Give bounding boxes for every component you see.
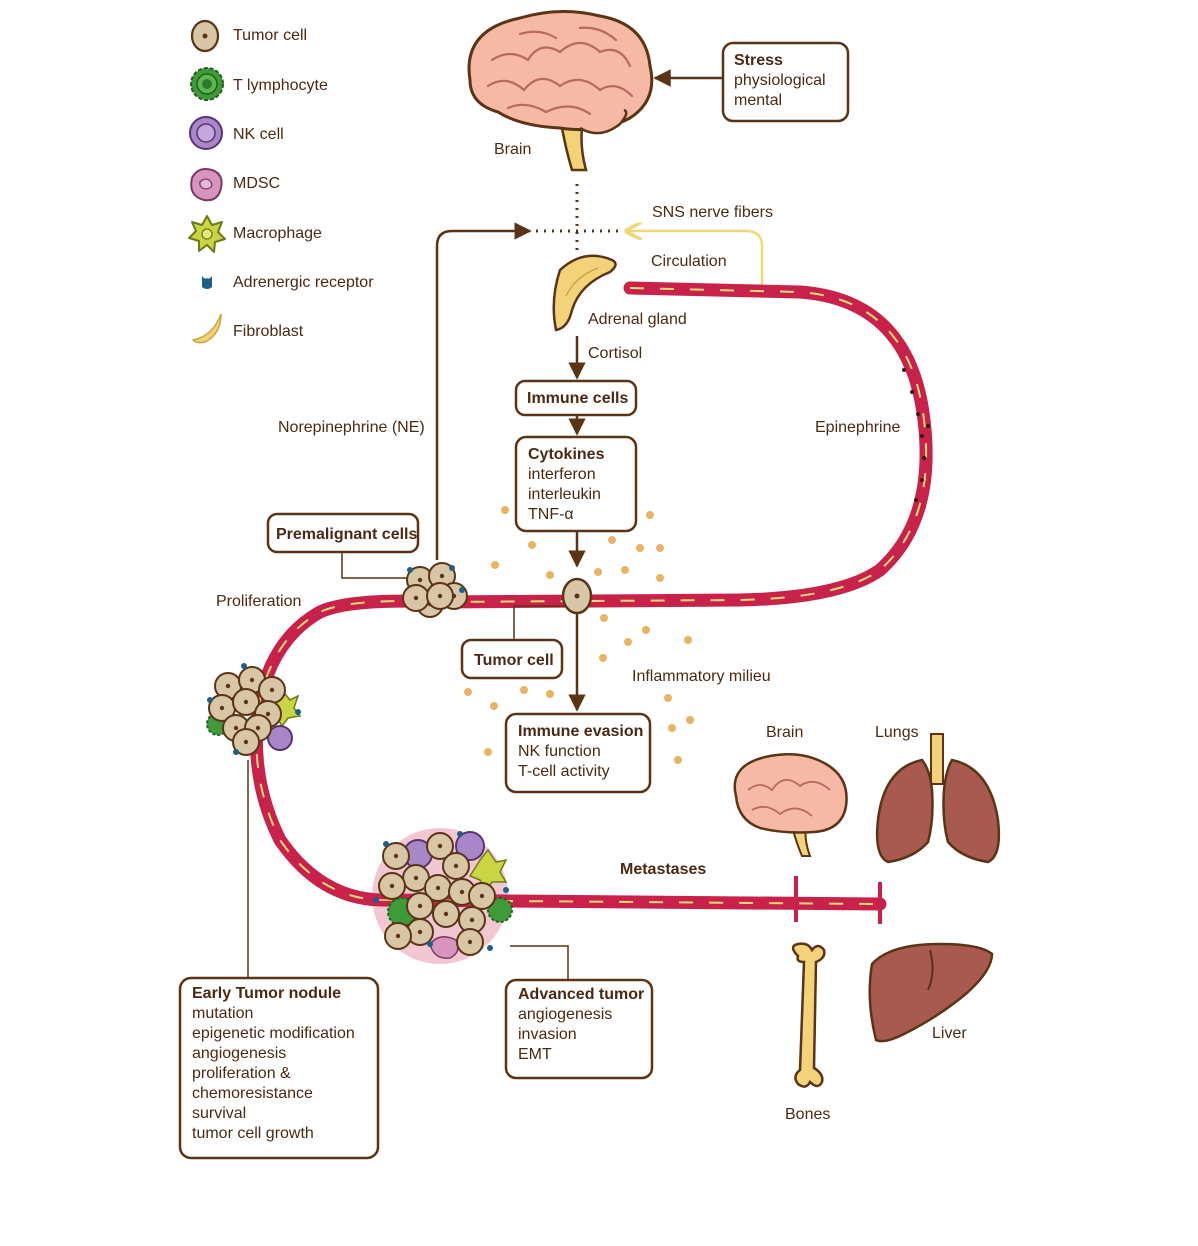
- nk-cell-icon: [189, 116, 223, 150]
- cytokines-box: Cytokines interferon interleukin TNF-α: [514, 435, 638, 533]
- nerve-fiber-along-vessel: [255, 287, 928, 905]
- liver-illustration: [868, 942, 994, 1043]
- met-brain-illustration: [733, 753, 848, 857]
- immune-evasion-line-2: T-cell activity: [518, 763, 610, 780]
- t-lymphocyte-icon: [190, 67, 224, 101]
- cortisol-label: Cortisol: [588, 345, 642, 362]
- adrenergic-receptor-icon: [202, 276, 212, 289]
- inflammatory-label: Inflammatory milieu: [632, 668, 771, 685]
- legend-label-fibroblast: Fibroblast: [233, 323, 304, 340]
- stress-box: Stress physiological mental: [721, 41, 850, 123]
- single-tumor-cell: [561, 577, 593, 615]
- epinephrine-dots: [902, 368, 930, 502]
- tumor-cell-title: Tumor cell: [474, 652, 554, 669]
- bones-label: Bones: [785, 1106, 830, 1123]
- cytokines-line-1: interferon: [528, 466, 596, 483]
- early-nodule-line-7: tumor cell growth: [192, 1125, 314, 1142]
- sns-label: SNS nerve fibers: [652, 204, 773, 221]
- premalignant-title: Premalignant cells: [276, 526, 417, 543]
- immune-evasion-box: Immune evasion NK function T-cell activi…: [504, 712, 652, 794]
- fibroblast-icon: [191, 313, 222, 344]
- proliferation-label: Proliferation: [216, 593, 301, 610]
- immune-evasion-line-1: NK function: [518, 743, 601, 760]
- premalignant-leader: [341, 553, 408, 579]
- early-nodule-box: Early Tumor nodule mutation epigenetic m…: [178, 976, 380, 1160]
- norepinephrine-label: Norepinephrine (NE): [278, 419, 425, 436]
- advanced-tumor-title: Advanced tumor: [518, 986, 644, 1003]
- advanced-tumor-cluster: [372, 828, 513, 964]
- advanced-tumor-line-1: angiogenesis: [518, 1006, 612, 1023]
- early-nodule-line-2: epigenetic modification: [192, 1025, 355, 1042]
- stress-title: Stress: [734, 52, 783, 69]
- cytokines-title: Cytokines: [528, 446, 605, 463]
- tumor-cell-leader: [513, 605, 566, 640]
- circulation-label: Circulation: [651, 253, 727, 270]
- lungs-illustration: [875, 733, 1001, 864]
- legend-label-t-lymphocyte: T lymphocyte: [233, 77, 328, 94]
- early-nodule-line-1: mutation: [192, 1005, 253, 1022]
- norepinephrine-arrow: [435, 222, 532, 560]
- early-nodule-line-3: angiogenesis: [192, 1045, 286, 1062]
- adrenal-gland-illustration: [552, 254, 617, 332]
- bone-illustration: [791, 942, 826, 1088]
- early-nodule-line-5: chemoresistance: [192, 1085, 313, 1102]
- metastases-label: Metastases: [620, 861, 706, 878]
- advanced-tumor-line-2: invasion: [518, 1026, 577, 1043]
- early-tumor-nodule-cluster: [206, 663, 302, 756]
- advanced-tumor-leader: [510, 945, 569, 980]
- adrenal-label: Adrenal gland: [588, 311, 687, 328]
- stress-line-1: physiological: [734, 72, 826, 89]
- legend-label-tumor-cell: Tumor cell: [233, 27, 307, 44]
- immune-cells-box: Immune cells: [514, 379, 638, 417]
- legend-label-macrophage: Macrophage: [233, 225, 322, 242]
- met-brain-label: Brain: [766, 724, 803, 741]
- immune-evasion-title: Immune evasion: [518, 723, 643, 740]
- macrophage-icon: [188, 215, 226, 253]
- inflammatory-milieu-dots: [464, 506, 694, 764]
- advanced-tumor-box: Advanced tumor angiogenesis invasion EMT: [504, 978, 654, 1080]
- brain-label: Brain: [494, 141, 531, 158]
- early-nodule-line-4: proliferation &: [192, 1065, 291, 1082]
- cytokines-line-2: interleukin: [528, 486, 601, 503]
- lungs-label: Lungs: [875, 724, 919, 741]
- cytokines-line-3: TNF-α: [528, 506, 574, 523]
- early-nodule-title: Early Tumor nodule: [192, 985, 341, 1002]
- liver-label: Liver: [932, 1025, 967, 1042]
- sns-nerve-path: [626, 231, 764, 286]
- legend-label-adrenergic-receptor: Adrenergic receptor: [233, 274, 374, 291]
- advanced-tumor-line-3: EMT: [518, 1046, 552, 1063]
- epinephrine-label: Epinephrine: [815, 419, 901, 436]
- legend-label-mdsc: MDSC: [233, 175, 280, 192]
- stress-line-2: mental: [734, 92, 782, 109]
- legend-label-nk-cell: NK cell: [233, 126, 284, 143]
- immune-cells-title: Immune cells: [527, 390, 628, 407]
- tumor-cell-icon: [190, 19, 220, 53]
- tumor-cell-box: Tumor cell: [460, 638, 564, 680]
- mdsc-icon: [190, 168, 223, 202]
- early-nodule-line-6: survival: [192, 1105, 246, 1122]
- premalignant-cluster: [402, 562, 468, 618]
- legend: Tumor cell T lymphocyte NK cell MDSC Mac…: [188, 19, 374, 344]
- brain-illustration: [467, 10, 654, 172]
- premalignant-box: Premalignant cells: [266, 512, 420, 554]
